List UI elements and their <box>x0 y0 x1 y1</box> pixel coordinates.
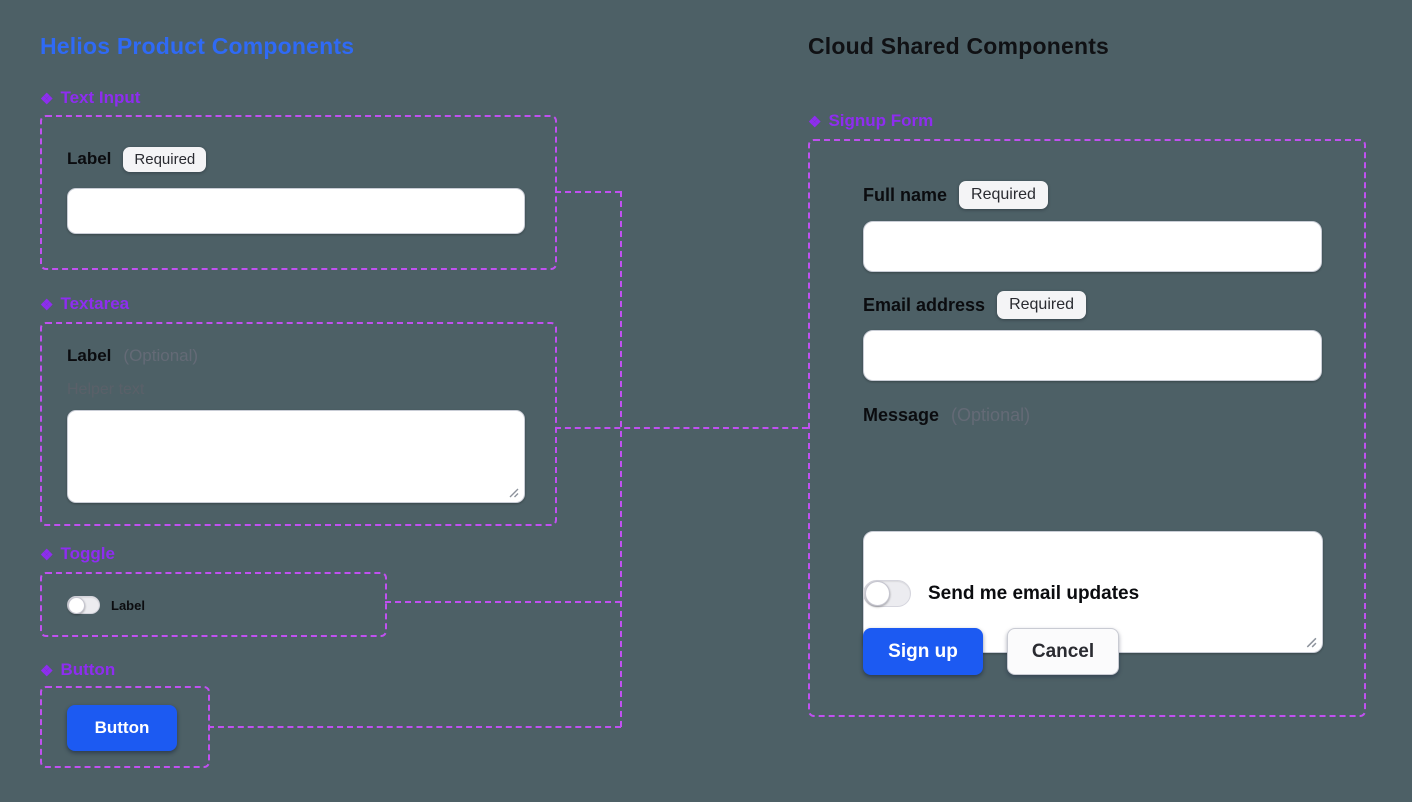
component-label-toggle: ❖ Toggle <box>40 544 115 564</box>
signup-form-component-frame <box>808 139 1366 717</box>
textarea-component-frame <box>40 322 557 526</box>
textarea-label-row: Label (Optional) <box>67 344 198 368</box>
sign-up-button[interactable]: Sign up <box>863 628 983 675</box>
component-name: Text Input <box>60 88 141 107</box>
field-label: Label <box>67 149 112 168</box>
connector-textarea-to-form <box>555 427 808 429</box>
right-panel-title: Cloud Shared Components <box>808 33 1110 59</box>
component-diamond-icon: ❖ <box>40 546 54 564</box>
field-label: Message <box>863 404 940 425</box>
optional-label: (Optional) <box>951 404 1031 425</box>
toggle-knob[interactable] <box>68 596 85 614</box>
component-diamond-icon: ❖ <box>40 90 54 108</box>
field-label: Email address <box>863 294 986 315</box>
connector-bus <box>620 191 622 727</box>
component-diamond-icon: ❖ <box>40 662 54 680</box>
full-name-input[interactable] <box>863 221 1322 272</box>
field-label: Label <box>67 346 112 365</box>
email-label-row: Email address Required <box>863 290 1086 320</box>
field-label: Full name <box>863 184 948 205</box>
connector-button <box>208 726 621 728</box>
left-panel-title: Helios Product Components <box>40 33 355 59</box>
email-input[interactable] <box>863 330 1322 381</box>
required-badge: Required <box>123 146 207 172</box>
resize-grip-icon[interactable] <box>506 485 519 498</box>
component-diamond-icon: ❖ <box>808 113 822 131</box>
toggle-row: Label <box>67 596 145 614</box>
required-badge: Required <box>959 181 1048 209</box>
toggle-switch[interactable] <box>863 580 911 607</box>
component-label-text-input: ❖ Text Input <box>40 88 140 108</box>
connector-toggle <box>385 601 621 603</box>
helper-text: Helper text <box>67 381 145 398</box>
text-input-field[interactable] <box>67 188 525 234</box>
toggle-component-frame <box>40 572 387 637</box>
connector-text-input <box>555 191 621 193</box>
email-updates-toggle-row: Send me email updates <box>863 580 1139 607</box>
toggle-knob[interactable] <box>865 581 890 606</box>
component-name: Signup Form <box>828 111 934 130</box>
textarea-field[interactable] <box>67 410 525 503</box>
message-label-row: Message (Optional) <box>863 402 1030 428</box>
optional-label: (Optional) <box>123 346 199 365</box>
component-label-textarea: ❖ Textarea <box>40 294 129 314</box>
toggle-label: Label <box>111 597 145 613</box>
text-input-label-row: Label Required <box>67 145 207 173</box>
component-name: Textarea <box>60 294 130 313</box>
full-name-label-row: Full name Required <box>863 180 1048 210</box>
component-label-signup-form: ❖ Signup Form <box>808 111 933 131</box>
required-badge: Required <box>997 291 1086 319</box>
resize-grip-icon[interactable] <box>1303 634 1317 648</box>
component-diamond-icon: ❖ <box>40 296 54 314</box>
component-name: Toggle <box>60 544 115 563</box>
component-name: Button <box>60 660 116 679</box>
toggle-label: Send me email updates <box>928 582 1140 604</box>
component-label-button: ❖ Button <box>40 660 115 680</box>
toggle-switch[interactable] <box>67 596 100 614</box>
cancel-button[interactable]: Cancel <box>1007 628 1119 675</box>
sample-button[interactable]: Button <box>67 705 177 751</box>
